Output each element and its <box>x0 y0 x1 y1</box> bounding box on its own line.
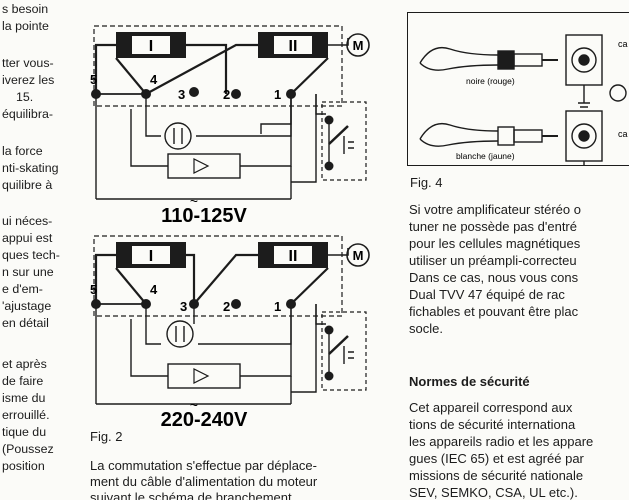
terminal-4-label: 4 <box>150 72 158 87</box>
text-line: utiliser un préampli-correcteu <box>409 253 577 268</box>
winding-2-label: II <box>289 38 298 55</box>
text-line: équilibra- <box>2 107 53 121</box>
left-column-text: s besoin la pointe tter vous- iverez les… <box>2 0 74 500</box>
voltage-bottom: 220-240V <box>161 409 248 431</box>
right-column-text: Si votre amplificateur stéréo o tuner ne… <box>409 0 629 500</box>
motor-label: M <box>353 248 364 263</box>
label-ca-bottom: ca <box>618 129 628 139</box>
text-line: suivant le schéma de branchement. <box>90 490 296 500</box>
fig4-frame: noire (rouge) blanche (jaune) ca ca <box>407 12 629 166</box>
cable-white <box>419 122 499 140</box>
chassis-outline <box>93 235 343 317</box>
motor-label: M <box>353 38 364 53</box>
switch-box <box>321 311 367 391</box>
text-line: Si votre amplificateur stéréo o <box>409 202 581 217</box>
wiring-top <box>93 25 370 200</box>
wiring-bottom <box>93 235 370 405</box>
terminal-2-label: 2 <box>223 87 230 102</box>
terminal-1-label: 1 <box>274 299 281 314</box>
fig2-wiring-diagram: I II M 5 4 3 2 1 ~ 110-125V <box>90 25 370 431</box>
text-line: appui est <box>2 231 53 245</box>
text-line: tique du <box>2 425 47 439</box>
terminal-5-label: 5 <box>90 72 97 87</box>
amplifier-box <box>167 153 241 179</box>
terminals-top <box>91 87 334 171</box>
text-line: la force <box>2 144 43 158</box>
voltage-top: 110-125V <box>161 205 247 227</box>
terminal-3-label: 3 <box>178 87 185 102</box>
switch-box <box>321 101 367 181</box>
text-line: position <box>2 459 45 473</box>
text-line: Dans ce cas, nous vous cons <box>409 270 579 285</box>
text-line: en détail <box>2 316 49 330</box>
cable-black <box>419 46 499 64</box>
text-line: 15. <box>16 90 34 104</box>
label-white: blanche (jaune) <box>456 151 515 161</box>
text-line: tuner ne possède pas d'entré <box>409 219 577 234</box>
text-line: la pointe <box>2 19 49 33</box>
terminal-4-label: 4 <box>150 282 158 297</box>
terminal-1-label: 1 <box>274 87 281 102</box>
text-line: quilibre à <box>2 178 53 192</box>
text-line: Cet appareil correspond aux <box>409 400 573 415</box>
text-line: tter vous- <box>2 56 54 70</box>
capacitor-symbol <box>164 122 192 150</box>
text-line: ques tech- <box>2 248 60 262</box>
text-line: (Poussez <box>2 442 54 456</box>
text-line: tions de sécurité internationa <box>409 417 576 432</box>
text-line: gues (IEC 65) et est agréé par <box>409 451 584 466</box>
tilde-top: ~ <box>190 193 198 209</box>
text-line: e d'em- <box>2 282 43 296</box>
terminal-3-label: 3 <box>180 299 187 314</box>
motor-symbol <box>346 33 370 57</box>
section-heading: Normes de sécurité <box>409 374 530 389</box>
text-line: les appareils radio et les appare <box>409 434 594 449</box>
text-line: nti-skating <box>2 161 59 175</box>
text-line: errouillé. <box>2 408 50 422</box>
terminal-5-label: 5 <box>90 282 97 297</box>
fig2-text: La commutation s'effectue par déplace- m… <box>90 458 410 500</box>
text-line: missions de sécurité nationale <box>409 468 584 483</box>
fig4-illustration: noire (rouge) blanche (jaune) ca ca <box>419 34 628 165</box>
text-line: fichables et pouvant être plac <box>409 304 579 319</box>
text-line: socle. <box>409 321 443 336</box>
text-line: et après <box>2 357 47 371</box>
winding-1-label: I <box>149 248 153 265</box>
fig4-caption: Fig. 4 <box>410 175 443 190</box>
text-line: La commutation s'effectue par déplace- <box>90 458 317 473</box>
text-line: s besoin <box>2 2 49 16</box>
winding-2-label: II <box>289 248 298 265</box>
text-line: de faire <box>2 374 44 388</box>
text-line: ui néces- <box>2 214 53 228</box>
fig2-caption: Fig. 2 <box>90 429 123 444</box>
motor-symbol <box>346 243 370 267</box>
text-line: pour les cellules magnétiques <box>409 236 581 251</box>
text-line: ment du câble d'alimentation du moteur <box>90 474 318 489</box>
amplifier-box <box>167 363 241 389</box>
text-line: Dual TVV 47 équipé de rac <box>409 287 565 302</box>
winding-1-label: I <box>149 38 153 55</box>
text-line: 'ajustage <box>2 299 52 313</box>
text-line: isme du <box>2 391 46 405</box>
text-line: SEV, SEMKO, CSA, UL etc.). <box>409 485 578 500</box>
text-line: iverez les <box>2 73 55 87</box>
text-line: n sur une <box>2 265 54 279</box>
tilde-bottom: ~ <box>190 397 198 413</box>
terminals-bottom <box>91 299 334 381</box>
chassis-outline <box>93 25 343 107</box>
terminal-2-label: 2 <box>223 299 230 314</box>
label-black: noire (rouge) <box>466 76 515 86</box>
label-ca-top: ca <box>618 39 628 49</box>
capacitor-symbol <box>166 320 194 348</box>
